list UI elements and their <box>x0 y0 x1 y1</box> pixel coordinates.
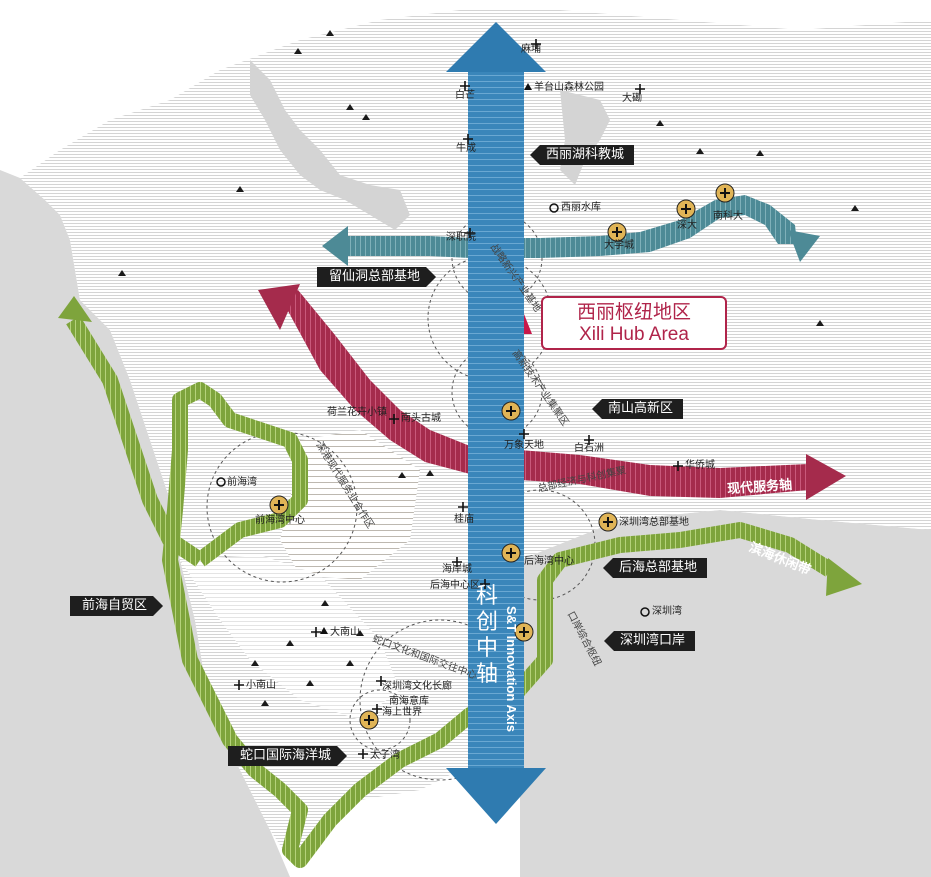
green-arrow-east <box>826 558 862 596</box>
label-houhai-center: 后海中心区 <box>430 580 480 591</box>
label-danan: 大南山 <box>330 627 360 638</box>
axis-label-en: S&T Innovation Axis <box>504 606 519 732</box>
hub-label-en: Xili Hub Area <box>579 324 689 345</box>
label-nanhaiyiku: 南海意库 <box>389 696 429 707</box>
label-qianhaiwan: 前海湾 <box>227 477 257 488</box>
label-helan: 荷兰花卉小镇 <box>327 407 387 418</box>
label-shenzhenwan-hq: 深圳湾总部基地 <box>619 517 689 528</box>
tag-nanshan-hitech: 南山高新区 <box>592 399 684 419</box>
tag-xili-lake: 西丽湖科教城 <box>530 145 635 165</box>
reservoir-circles <box>216 203 650 617</box>
label-houhaiwan-center: 后海湾中心 <box>524 556 574 567</box>
label-xiaonan: 小南山 <box>246 680 276 691</box>
sea-west <box>0 170 290 877</box>
label-qianhaiwan-center: 前海湾中心 <box>255 515 305 526</box>
houhai-land <box>180 555 400 720</box>
label-shenzhenyuan: 深职院 <box>446 232 476 243</box>
tag-houhai: 后海总部基地 <box>603 558 708 578</box>
label-shenzhenwan: 深圳湾 <box>652 606 682 617</box>
label-huaqiaocheng: 华侨城 <box>685 460 715 471</box>
teal-arrow <box>322 195 820 266</box>
tag-shekou: 蛇口国际海洋城 <box>228 746 347 766</box>
axis-label-zh: 科创中轴 <box>475 584 498 687</box>
hub-label-box: 西丽枢纽地区 Xili Hub Area <box>541 296 727 350</box>
tag-qianhai: 前海自贸区 <box>70 596 163 616</box>
label-baimang: 白芒 <box>455 90 475 101</box>
label-zhucheng: 牛成 <box>456 143 476 154</box>
label-xili-reservoir: 西丽水库 <box>561 202 601 213</box>
label-wanxiang: 万象天地 <box>504 440 544 451</box>
label-haiancheng: 海岸城 <box>442 564 472 575</box>
sea-bay <box>520 510 931 877</box>
label-taiziwan: 太子湾 <box>370 750 400 761</box>
label-guimiao: 桂庙 <box>454 514 474 525</box>
label-dakan: 大磡 <box>622 93 642 104</box>
tag-liuxiandong: 留仙洞总部基地 <box>317 267 436 287</box>
label-mabu: 麻埔 <box>521 44 541 55</box>
hub-label-zh: 西丽枢纽地区 <box>576 301 691 323</box>
label-nankeda: 南科大 <box>713 211 743 222</box>
label-haishang: 海上世界 <box>382 707 422 718</box>
tag-shenzhen-bay-port: 深圳湾口岸 <box>604 631 696 651</box>
green-arrow-north <box>58 296 92 322</box>
label-shenda: 深大 <box>677 220 697 231</box>
label-culture-corridor: 深圳湾文化长廊 <box>382 681 452 692</box>
place-crosses <box>234 39 683 759</box>
label-nantou: 南头古城 <box>401 413 441 424</box>
crimson-arrow <box>258 284 846 500</box>
qianhai-land <box>280 430 420 580</box>
yangtaishan-icon <box>524 83 532 90</box>
label-baishizhou: 白石洲 <box>574 443 604 454</box>
danan-icon <box>320 627 328 634</box>
green-belt <box>66 315 835 868</box>
xili-reservoir-water <box>250 60 410 230</box>
station-markers <box>269 183 735 730</box>
label-daxuecheng: 大学城 <box>604 240 634 251</box>
label-yangtaishan: 羊台山森林公园 <box>534 82 604 93</box>
